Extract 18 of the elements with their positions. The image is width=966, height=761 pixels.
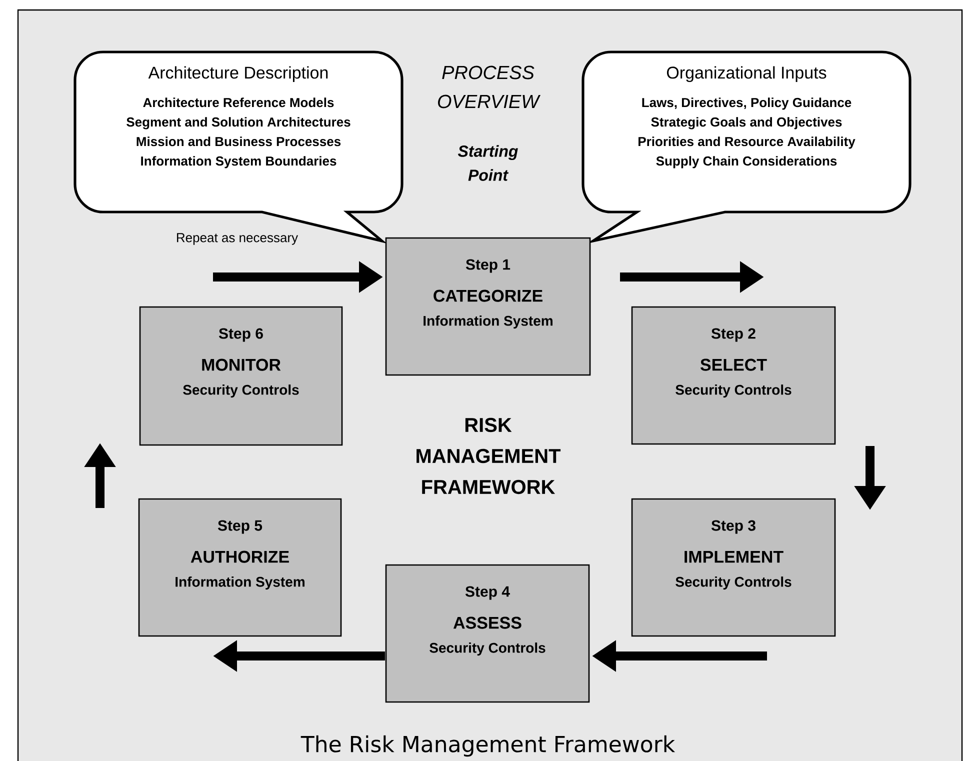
step-box xyxy=(139,306,343,446)
framework-label: RISK MANAGEMENT FRAMEWORK xyxy=(416,418,561,494)
step-text: Step 1 CATEGORIZE Information System xyxy=(424,259,552,329)
step-box xyxy=(138,498,342,637)
step-text: Step 5 AUTHORIZE Information System xyxy=(176,520,304,590)
step-box xyxy=(385,237,591,376)
step-text: Step 3 IMPLEMENT Security Controls xyxy=(676,520,792,590)
starting-point-label: Starting Point xyxy=(458,145,518,181)
edge-label: Repeat as necessary xyxy=(177,233,298,245)
step-box xyxy=(385,564,590,703)
callout-bubble: Organizational Inputs Laws, Directives, Policy Guidance Strategic Goals and Objectives Priorities and Resource Availability Supply Chain Considerations xyxy=(582,50,912,242)
overview-label: PROCESS OVERVIEW xyxy=(438,66,541,108)
step-text: Step 2 SELECT Security Controls xyxy=(676,328,792,398)
caption: The Risk Management Framework xyxy=(300,735,676,757)
step-text: Step 4 ASSESS Security Controls xyxy=(430,586,546,656)
step-box xyxy=(631,306,836,445)
step-text: Step 6 MONITOR Security Controls xyxy=(183,328,299,398)
step-box xyxy=(631,498,836,637)
